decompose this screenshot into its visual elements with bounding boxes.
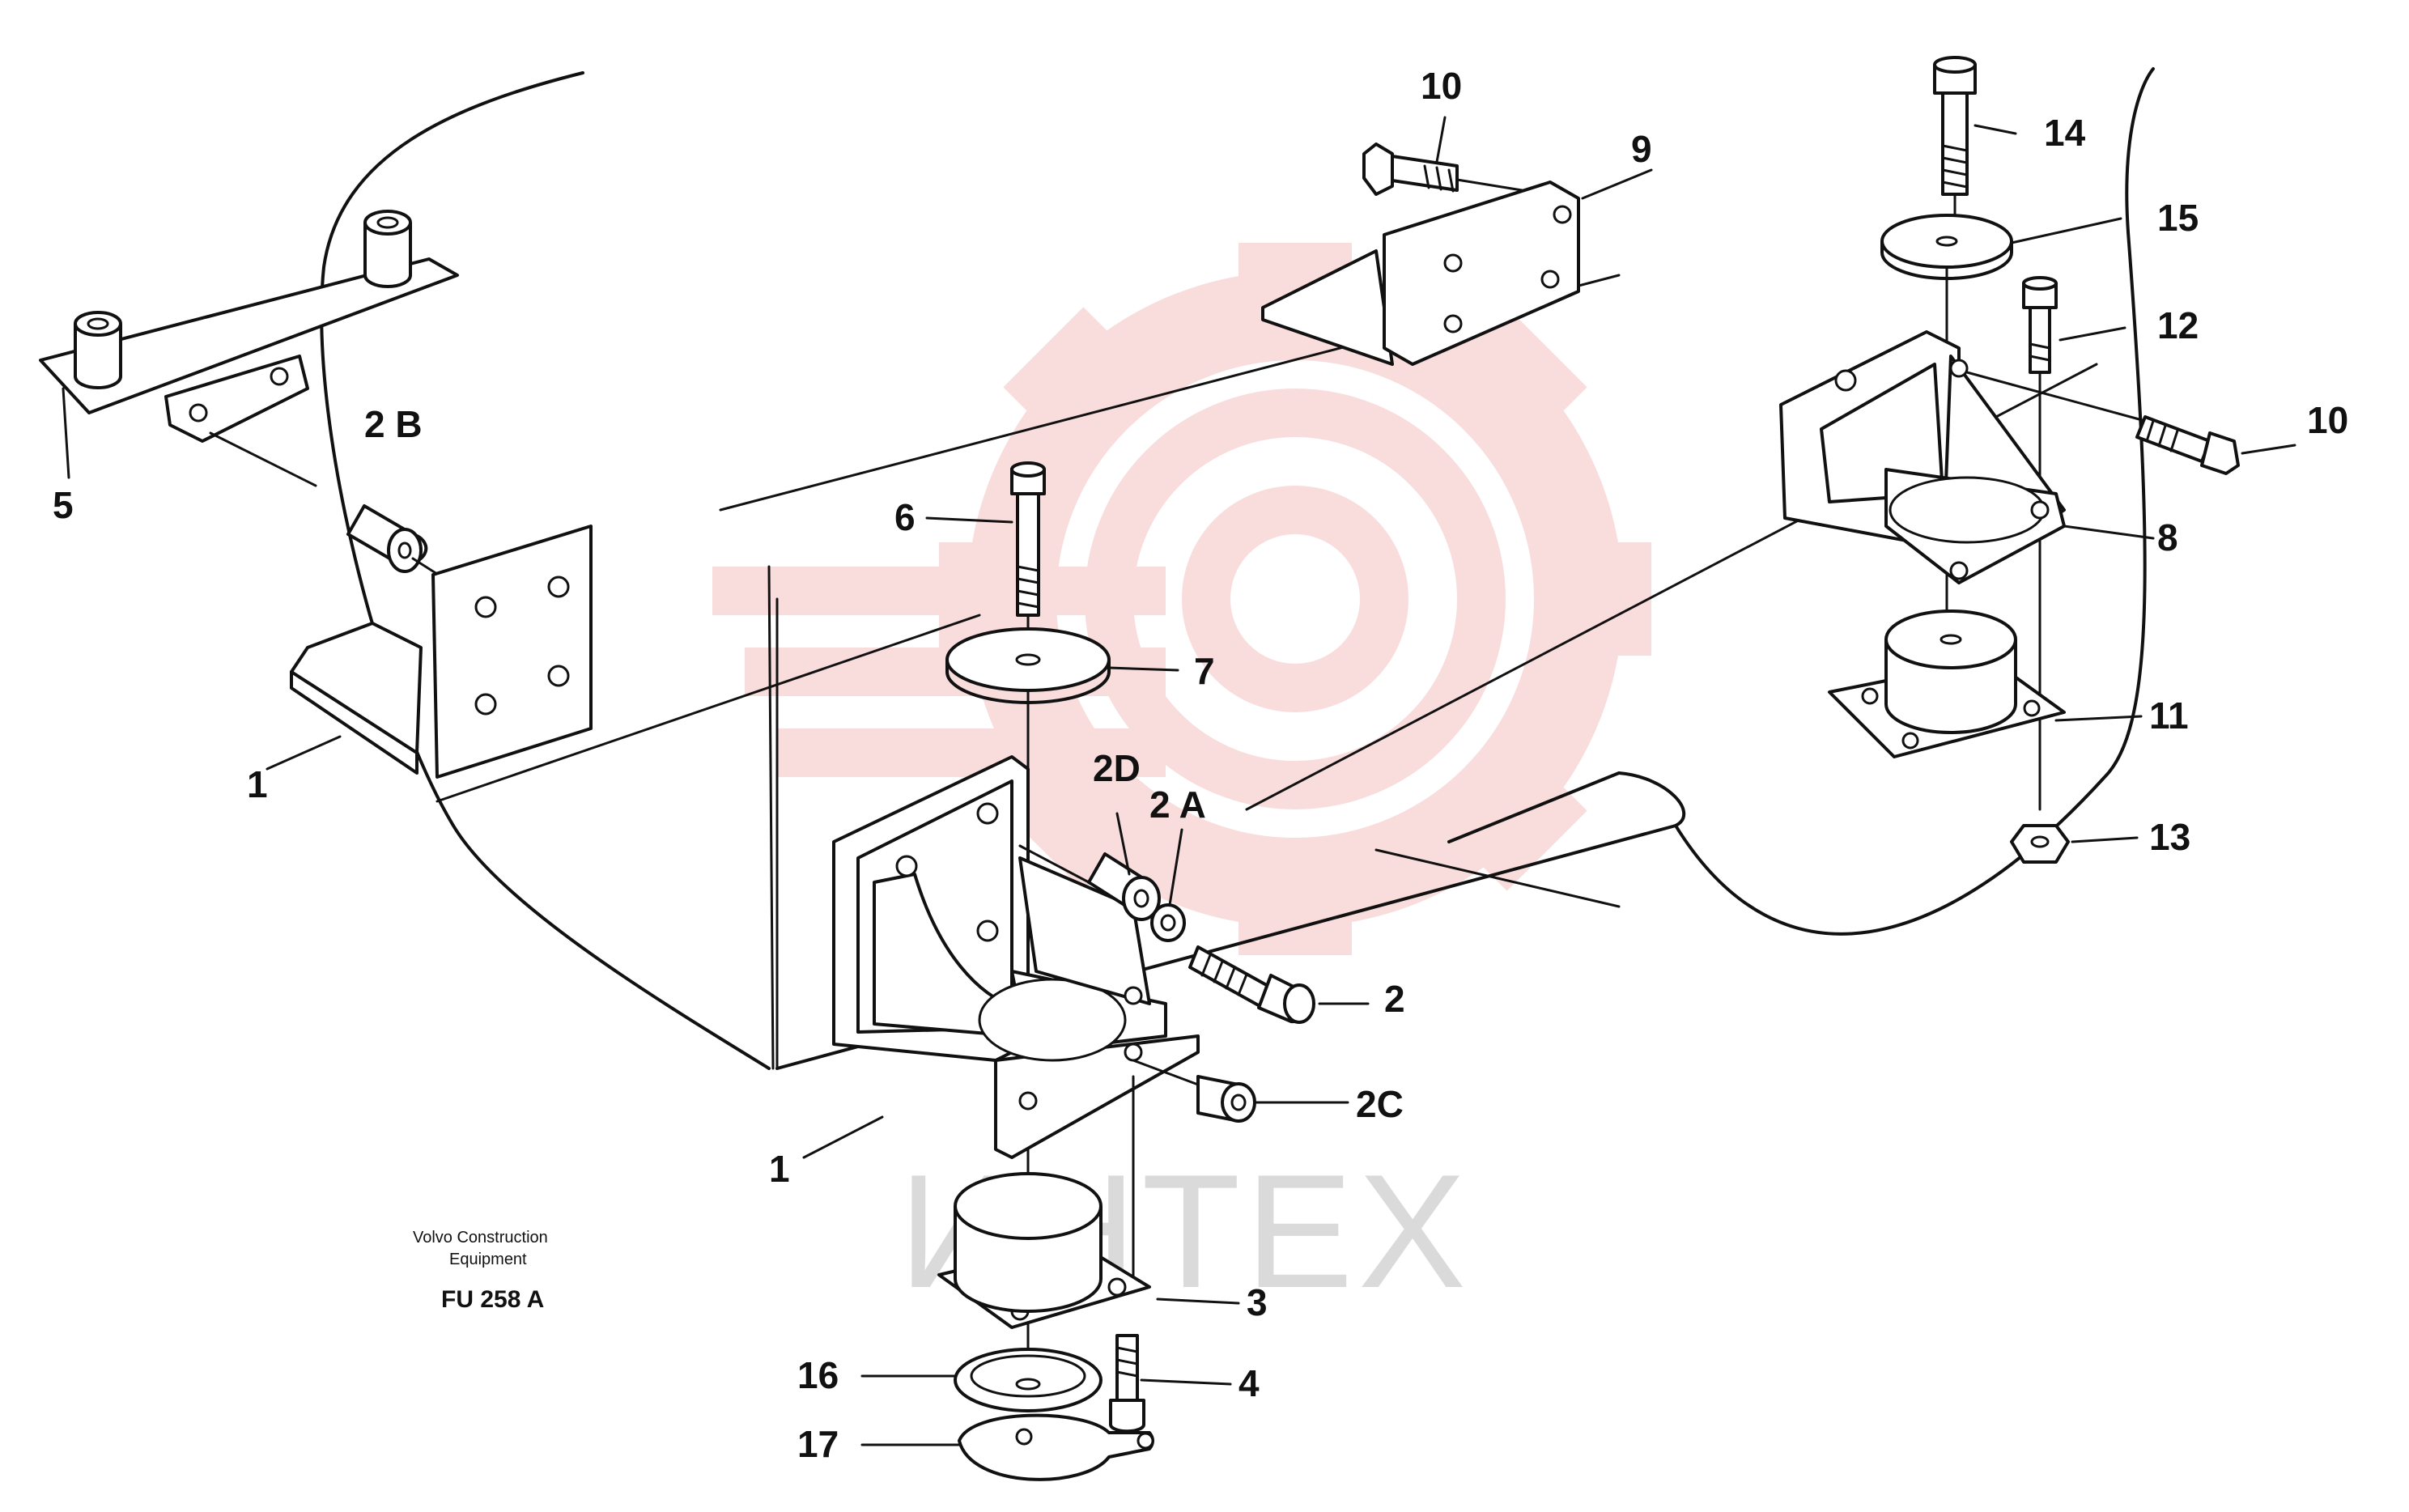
bolt-part-4 [1109,1334,1145,1433]
callout-10-right: 10 [2307,399,2348,441]
callout-1-left: 1 [247,763,268,805]
callout-10-top: 10 [1421,65,1462,107]
bracket-part-8 [1779,330,2066,584]
callout-6: 6 [894,496,916,538]
callout-8: 8 [2157,516,2178,559]
callout-17: 17 [797,1423,839,1465]
callout-13: 13 [2149,816,2190,858]
callout-2c: 2C [1356,1083,1404,1125]
spacer-part-2d [1018,844,1161,921]
callout-5: 5 [53,484,74,526]
callout-14: 14 [2044,112,2086,154]
bracket-part-9 [1261,181,1580,366]
washer-part-2a [1150,903,1186,942]
washer-part-16 [954,1348,1103,1412]
rubber-mount-part-3 [937,1172,1151,1329]
callout-3: 3 [1247,1281,1268,1323]
callout-2a: 2 A [1149,784,1206,826]
bolt-part-10-right [1965,371,2240,475]
callout-12: 12 [2157,304,2199,346]
drawing-code: FU 258 A [441,1286,544,1313]
callout-9: 9 [1631,128,1652,170]
callout-2: 2 [1384,978,1405,1020]
rubber-mount-part-11 [1828,609,2066,758]
spacer-part-2c [1132,1059,1256,1123]
callout-16: 16 [797,1354,839,1396]
bracket-part-5 [39,210,459,487]
nut-part-13 [2010,824,2070,864]
bolt-part-14 [1933,56,1977,220]
bolt-part-2 [1188,945,1315,1024]
publisher-line-1: Volvo Construction [413,1229,548,1247]
bolt-part-6 [1010,461,1046,657]
callout-2d: 2D [1093,747,1141,789]
callout-7: 7 [1194,650,1215,692]
callout-1-center: 1 [769,1148,790,1190]
publisher-line-2: Equipment [449,1251,527,1268]
plate-part-17 [958,1413,1154,1481]
leader-lines [62,116,2296,1446]
bolt-part-10-top [1362,142,1523,196]
callout-2b: 2 B [364,403,423,445]
bracket-part-1-left [290,525,593,779]
bolt-part-12 [2022,276,2058,811]
callout-11: 11 [2149,694,2189,737]
callout-4: 4 [1238,1362,1260,1404]
callout-15: 15 [2157,197,2199,239]
